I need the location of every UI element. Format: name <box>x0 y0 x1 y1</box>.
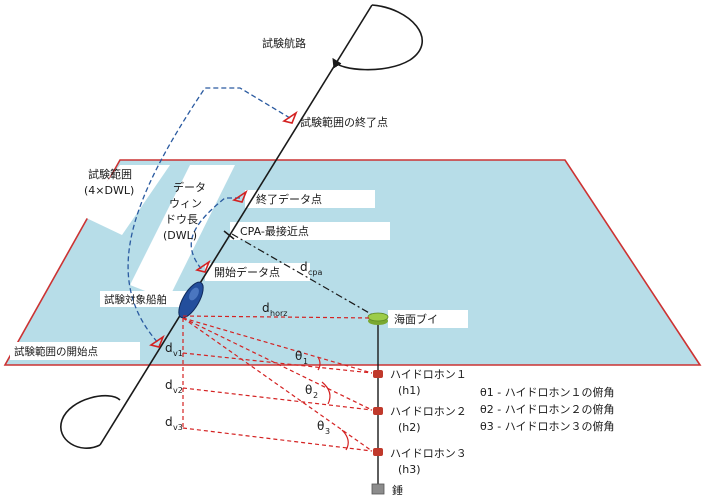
anchor-weight <box>371 483 385 495</box>
svg-text:v3: v3 <box>173 423 183 432</box>
data-window-label-line3: ドウ長 <box>165 213 198 226</box>
start-data-label-bg <box>205 263 310 281</box>
hydrophone-1-label: ハイドロホン１ <box>390 368 467 381</box>
theta-1-symbol: θ 1 <box>295 349 308 366</box>
theta-3-symbol: θ 3 <box>317 419 330 436</box>
cpa-label: CPA-最接近点 <box>240 225 309 238</box>
d-horz-symbol: d horz <box>262 301 287 318</box>
legend-theta1: θ1 - ハイドロホン１の俯角 <box>480 385 614 399</box>
svg-text:v2: v2 <box>173 386 183 395</box>
range-end-label: 試験範囲の終了点 <box>300 115 388 129</box>
test-range-label-line2: (4×DWL) <box>84 184 134 197</box>
data-window-label-line2: ウィン <box>169 197 202 210</box>
range-start-marker <box>149 334 165 348</box>
test-range-label-line1: 試験範囲 <box>88 167 132 181</box>
hydrophone-3-label: ハイドロホン３ <box>390 447 467 460</box>
data-window-label-line4: (DWL) <box>163 229 197 242</box>
svg-text:horz: horz <box>270 309 287 318</box>
test-route-line <box>99 4 373 446</box>
data-window-bracket <box>190 197 240 271</box>
d-v2-symbol: d v2 <box>165 378 183 395</box>
end-data-label: 終了データ点 <box>256 192 322 206</box>
start-data-marker <box>195 259 211 273</box>
data-window-label-line1: データ <box>173 180 206 194</box>
range-start-label-bg <box>10 342 140 360</box>
buoy-label-bg <box>388 310 468 328</box>
route-loop-top <box>332 4 424 71</box>
svg-text:v1: v1 <box>173 349 183 358</box>
surface-buoy <box>367 312 389 322</box>
route-loop-bottom <box>60 395 121 449</box>
start-data-label: 開始データ点 <box>214 265 280 279</box>
svg-text:d: d <box>262 301 270 315</box>
cpa-marker <box>223 230 235 240</box>
surface-buoy-label: 海面ブイ <box>394 312 438 326</box>
anchor-label: 錘 <box>392 483 403 497</box>
d-v1-symbol: d v1 <box>165 341 183 358</box>
svg-text:3: 3 <box>325 427 330 436</box>
hydrophone-2-tag: (h2) <box>398 421 421 434</box>
dimension-lines <box>182 315 373 452</box>
end-data-marker <box>232 189 248 203</box>
cpa-distance-line <box>231 233 379 319</box>
target-vessel-deck <box>189 287 199 301</box>
test-range-band <box>80 165 170 235</box>
svg-text:1: 1 <box>303 357 308 366</box>
svg-text:cpa: cpa <box>308 268 322 277</box>
svg-text:θ: θ <box>305 383 312 397</box>
hydrophone-3 <box>373 448 383 456</box>
hydrophone-1 <box>373 370 383 378</box>
d-v3-symbol: d v3 <box>165 415 183 432</box>
svg-text:θ: θ <box>317 419 324 433</box>
hydrophone-3-tag: (h3) <box>398 463 421 476</box>
end-data-label-bg <box>245 190 375 208</box>
svg-text:d: d <box>300 260 308 274</box>
theta-2-symbol: θ 2 <box>305 383 318 400</box>
svg-text:2: 2 <box>313 391 318 400</box>
d-cpa-symbol: d cpa <box>300 260 322 277</box>
svg-text:d: d <box>165 415 173 429</box>
legend-theta3: θ3 - ハイドロホン３の俯角 <box>480 419 614 433</box>
vessel-label-bg <box>100 291 188 307</box>
hydrophone-1-tag: (h1) <box>398 384 421 397</box>
range-start-label: 試験範囲の開始点 <box>14 345 98 358</box>
svg-text:θ: θ <box>295 349 302 363</box>
angle-arcs <box>317 356 349 451</box>
hydrophone-2 <box>373 407 383 415</box>
svg-text:d: d <box>165 341 173 355</box>
target-vessel-label: 試験対象船舶 <box>104 293 167 306</box>
test-range-bracket <box>127 87 291 346</box>
test-route-label: 試験航路 <box>262 36 306 50</box>
data-window-band <box>130 165 235 300</box>
range-end-marker <box>282 110 298 124</box>
svg-text:d: d <box>165 378 173 392</box>
hydrophone-2-label: ハイドロホン２ <box>390 405 467 418</box>
cpa-label-bg <box>230 222 390 240</box>
legend-theta2: θ2 - ハイドロホン２の俯角 <box>480 402 614 416</box>
